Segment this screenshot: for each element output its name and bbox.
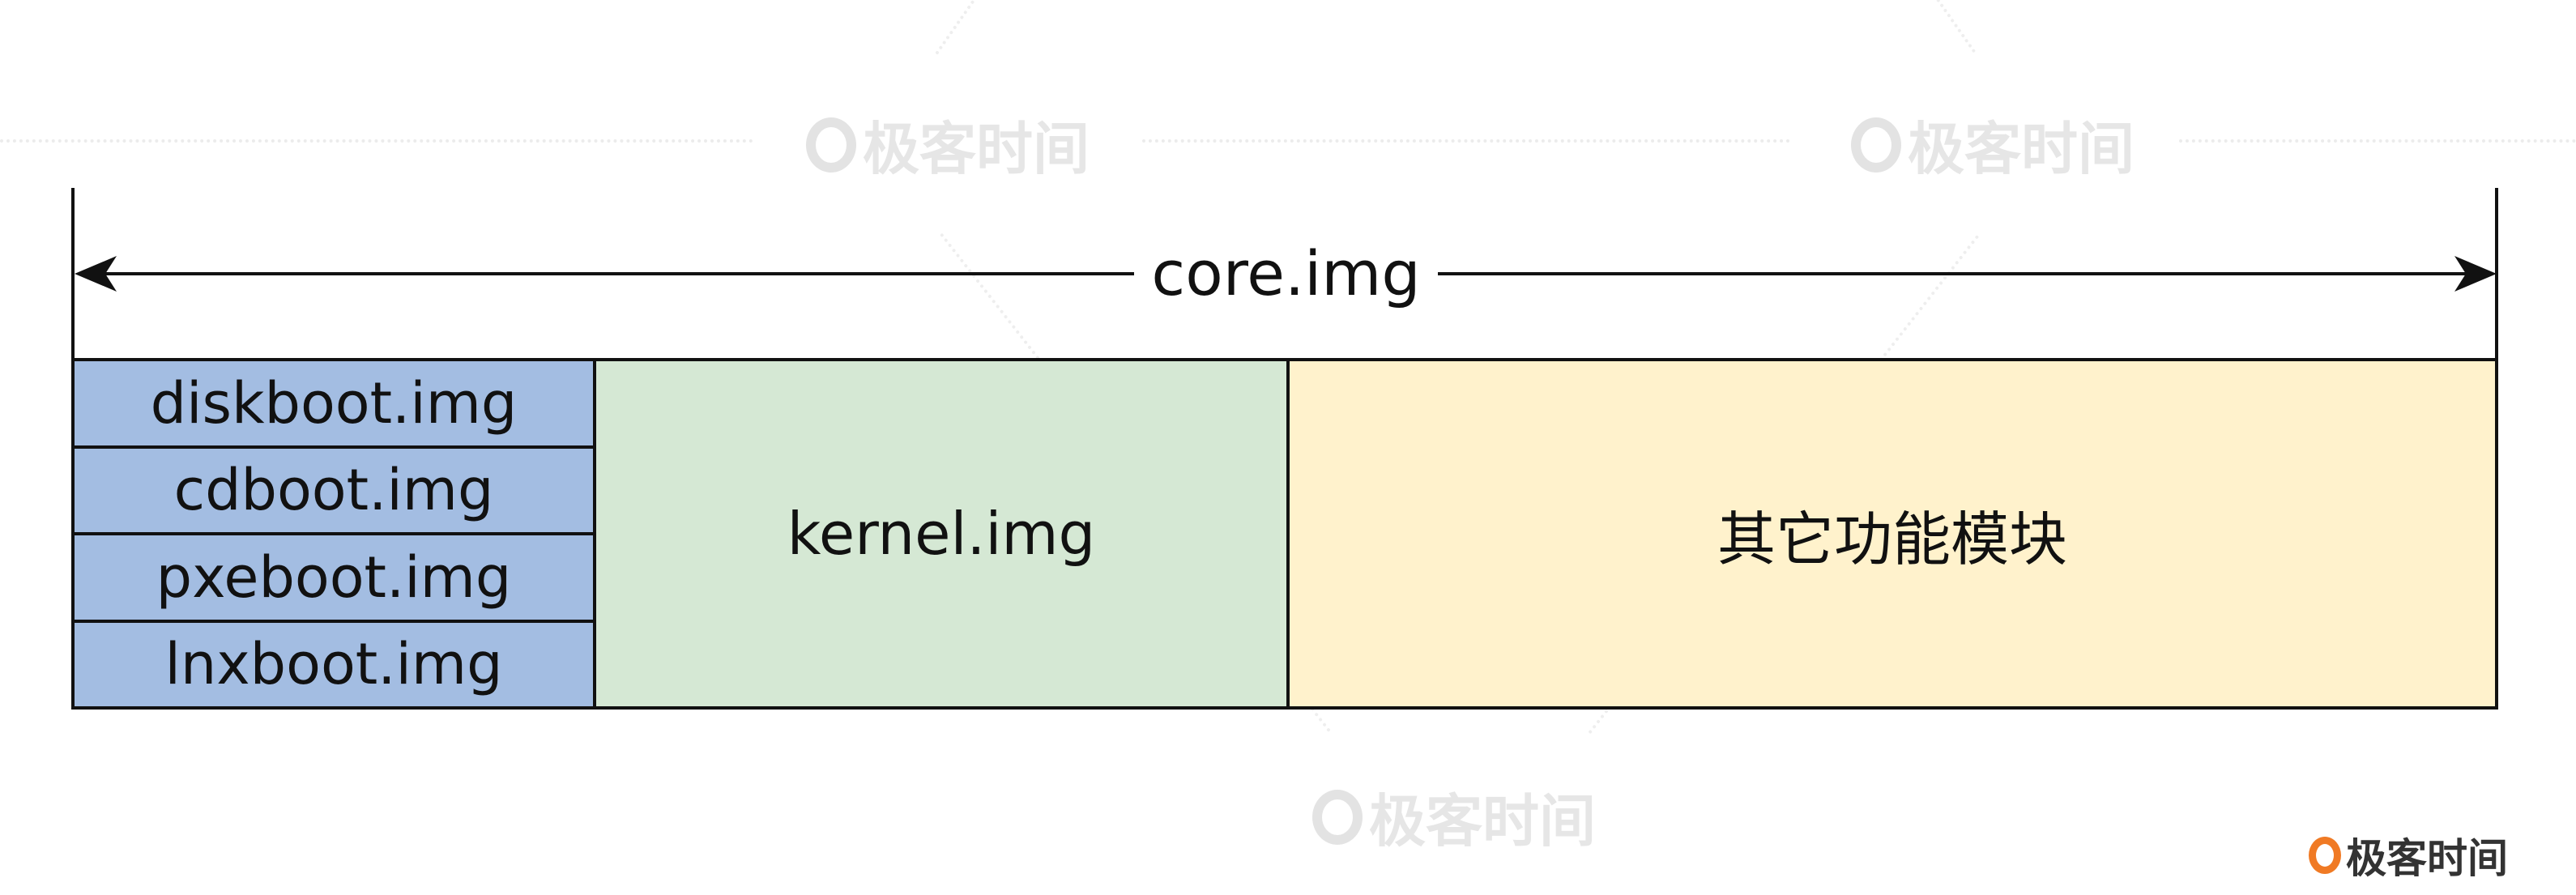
other-modules-label: 其它功能模块 (1717, 505, 2067, 573)
brand-logo-icon (1312, 789, 1363, 845)
span-line-left (81, 272, 1134, 275)
span-right-tick (2495, 188, 2498, 361)
brand-mark: 极客时间 (2309, 826, 2508, 884)
watermark-dotted-line (0, 139, 753, 143)
brand-logo-icon (2309, 837, 2341, 874)
kernel-img-block: kernel.img (593, 358, 1290, 710)
watermark-dotted-line (1142, 139, 1790, 143)
brand-logo-icon (806, 117, 856, 173)
boot-image-item: pxeboot.img (75, 532, 593, 620)
boot-image-item: lnxboot.img (75, 619, 593, 707)
arrowhead-right-icon (2454, 256, 2497, 292)
arrowhead-left-icon (75, 256, 117, 292)
watermark-text: 极客时间 (863, 116, 1090, 182)
boot-images-stack: diskboot.img cdboot.img pxeboot.img lnxb… (71, 358, 596, 710)
watermark-dotted-line (2179, 139, 2576, 143)
watermark-text: 极客时间 (1908, 116, 2135, 182)
watermark-logo: 极客时间 (1312, 776, 1596, 858)
brand-text: 极客时间 (2346, 835, 2508, 882)
watermark-diagonal (935, 0, 975, 55)
boot-image-item: diskboot.img (150, 369, 518, 437)
boot-image-item: cdboot.img (75, 445, 593, 533)
watermark-logo: 极客时间 (1851, 104, 2135, 185)
watermark-text: 极客时间 (1369, 788, 1596, 855)
span-left-tick (71, 188, 75, 361)
watermark-diagonal (1936, 0, 1977, 53)
watermark-logo: 极客时间 (806, 104, 1090, 185)
span-line-right (1438, 272, 2483, 275)
other-modules-block: 其它功能模块 (1286, 358, 2498, 710)
kernel-img-label: kernel.img (787, 500, 1096, 568)
brand-logo-icon (1851, 117, 1901, 173)
core-img-label: core.img (1151, 237, 1421, 309)
